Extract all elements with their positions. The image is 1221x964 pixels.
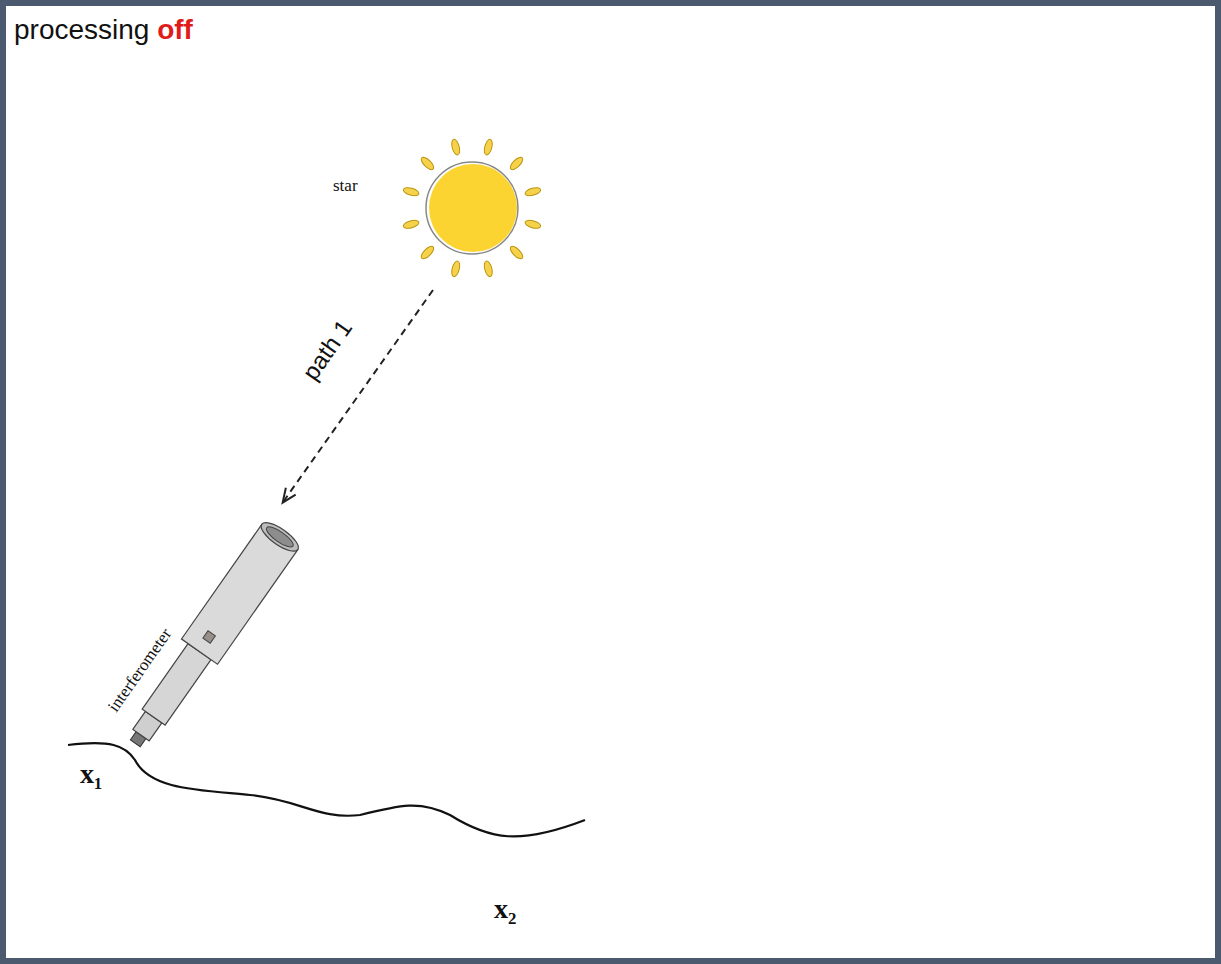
path-label: path 1 <box>297 315 358 386</box>
telescope-icon <box>93 501 308 760</box>
status-word: processing <box>14 14 149 45</box>
star-label: star <box>333 176 358 196</box>
status-line: processing off <box>14 14 193 46</box>
star-icon <box>330 130 530 290</box>
light-path-arrow <box>283 290 433 503</box>
interferometer-node: interferometer <box>93 501 308 760</box>
ground-curve <box>68 743 585 836</box>
status-value: off <box>157 14 193 45</box>
point-label: x₁ <box>80 758 102 790</box>
star-node: star <box>330 130 530 290</box>
point-label: x₂ <box>494 893 516 925</box>
